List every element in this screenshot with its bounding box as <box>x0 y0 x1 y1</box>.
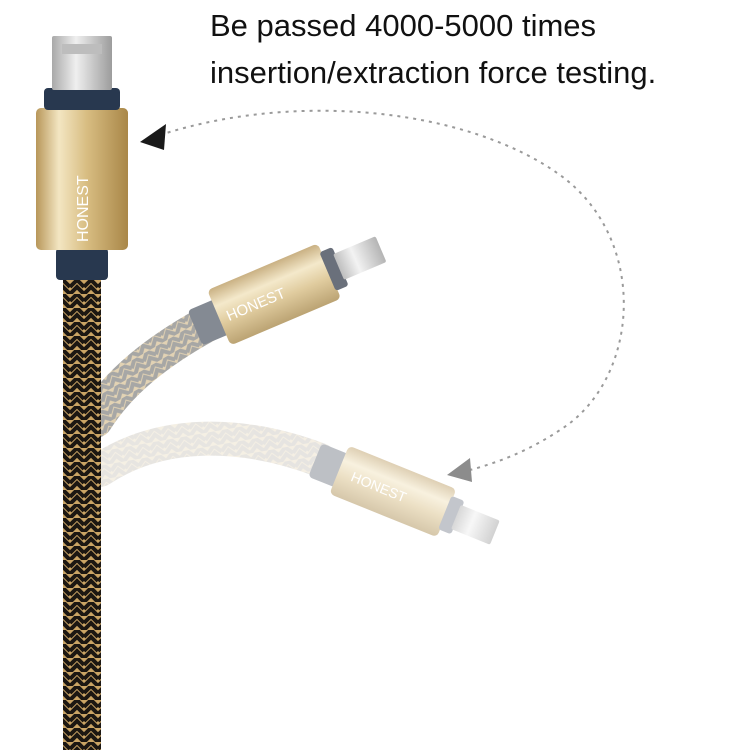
cable-position-3: HONEST <box>83 421 500 545</box>
caption-line-2: insertion/extraction force testing. <box>210 55 657 90</box>
cable-position-2: HONEST <box>77 236 386 438</box>
cable-position-1: HONEST <box>36 36 128 750</box>
arrow-head-top-icon <box>140 124 166 150</box>
connector-collar-top <box>44 88 120 110</box>
arrow-head-bottom-icon <box>447 458 472 482</box>
brand-logo-1: HONEST <box>75 175 92 242</box>
strain-relief-collar <box>56 248 108 280</box>
caption: Be passed 4000-5000 times insertion/extr… <box>210 2 745 96</box>
braided-cable <box>63 275 101 750</box>
caption-line-1: Be passed 4000-5000 times <box>210 8 597 43</box>
connector-housing <box>36 108 128 250</box>
rotation-arc-arrow <box>140 109 625 482</box>
